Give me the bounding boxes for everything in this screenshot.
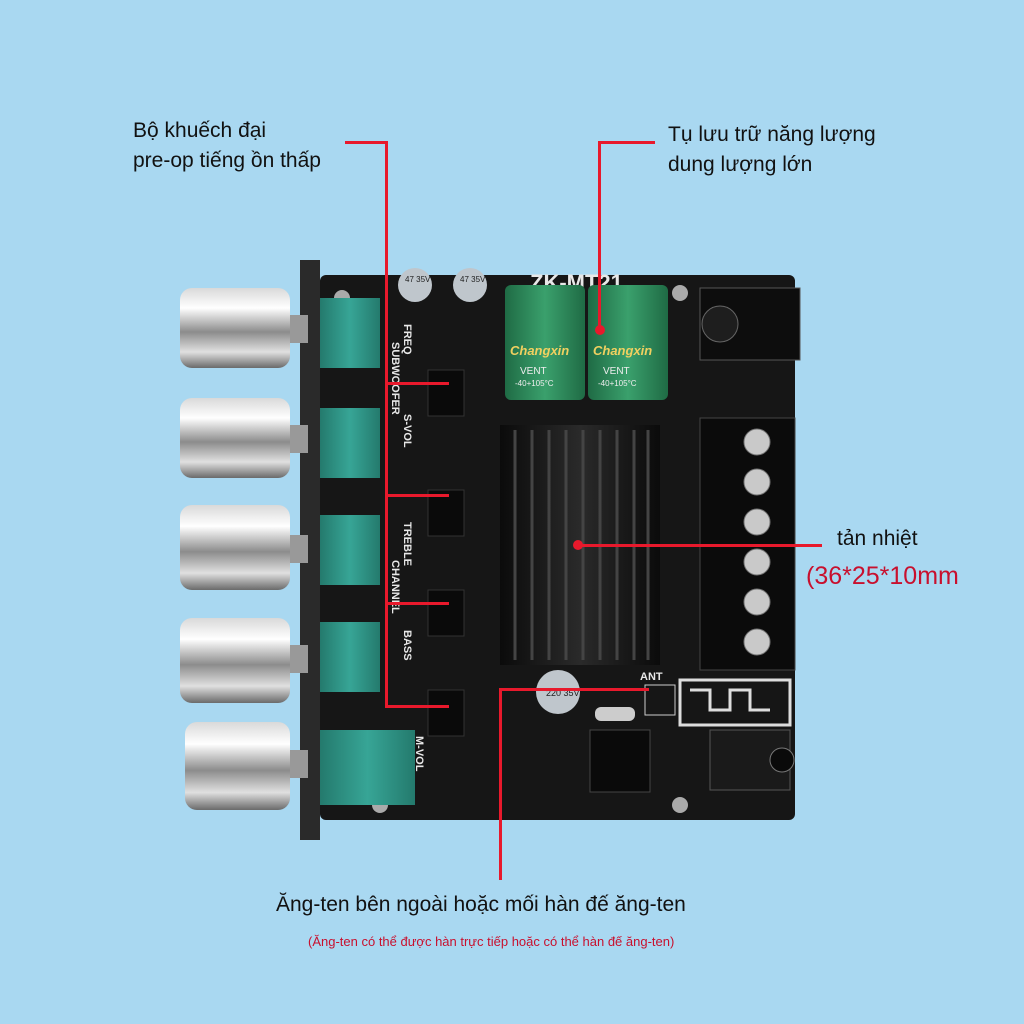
preamp-tick-3 [385,602,449,605]
bluetooth-chip [589,729,651,793]
svg-text:SUBWOOFER: SUBWOOFER [389,342,401,415]
svg-text:VENT: VENT [603,366,630,377]
svg-text:S-VOL: S-VOL [401,414,413,448]
knob-3 [180,505,380,590]
preamp-tick-4 [385,705,449,708]
storage-capacitor-1: Changxin VENT -40+105°C [505,285,585,400]
small-capacitor-1 [398,268,432,302]
knob-5 [185,722,415,810]
antenna-label: Ăng-ten bên ngoài hoặc mối hàn đế ăng-te… [276,893,686,916]
crystal [595,707,635,721]
knob-4 [180,618,380,703]
svg-text:ANT: ANT [640,671,663,683]
svg-text:Changxin: Changxin [593,343,652,358]
antenna-pointer-v [499,688,502,880]
capacitor-pointer-v [598,141,601,331]
capacitor-label-line2: dung lượng lớn [668,153,813,176]
front-panel [300,260,320,840]
knob-1 [180,288,380,368]
heatsink-pointer-dot [573,540,583,550]
pcb-antenna-trace [678,678,792,727]
svg-text:-40+105°C: -40+105°C [515,379,554,388]
small-capacitor-2 [453,268,487,302]
svg-text:47 35V: 47 35V [405,275,431,284]
svg-text:CHANNEL: CHANNEL [389,560,401,614]
capacitor-220 [536,670,580,714]
antenna-pointer-h [499,688,649,691]
capacitor-label: Tụ lưu trữ năng lượng dung lượng lớn [668,120,876,180]
capacitor-pointer-h [598,141,655,144]
preamp-pointer-h [345,141,388,144]
svg-text:BASS: BASS [401,630,413,661]
preamp-tick-1 [385,382,449,385]
preamp-label-line1: Bộ khuếch đại [133,119,267,142]
svg-text:-40+105°C: -40+105°C [598,379,637,388]
svg-text:47 35V: 47 35V [460,275,486,284]
opamp-chip [427,369,465,417]
preamp-label-line2: pre-op tiếng ồn thấp [133,149,321,172]
svg-text:FREQ: FREQ [401,324,413,355]
opamp-chip [427,689,465,737]
knob-2 [180,398,380,478]
preamp-label: Bộ khuếch đại pre-op tiếng ồn thấp [133,116,321,176]
amplifier-board-photo: ZK-MT21 47 35V 47 35V Changxin VENT -40+… [170,260,810,840]
antenna-pad [644,684,676,716]
opamp-chip [427,489,465,537]
preamp-tick-2 [385,494,449,497]
heatsink-pointer-h [578,544,822,547]
svg-text:220 35V: 220 35V [546,688,580,698]
capacitor-pointer-dot [595,325,605,335]
heatsink-size-label: (36*25*10mm [806,562,959,590]
svg-text:TREBLE: TREBLE [401,522,413,566]
amplifier-board-svg: ZK-MT21 47 35V 47 35V Changxin VENT -40+… [180,260,801,840]
opamp-chip [427,589,465,637]
capacitor-label-line1: Tụ lưu trữ năng lượng [668,123,876,146]
preamp-pointer-v [385,141,388,707]
svg-text:M-VOL: M-VOL [413,736,425,772]
antenna-note: (Ăng-ten có thể được hàn trực tiếp hoặc … [308,934,675,949]
heatsink-label: tản nhiệt [837,527,918,550]
svg-text:VENT: VENT [520,366,547,377]
storage-capacitor-2: Changxin VENT -40+105°C [588,285,668,400]
svg-text:Changxin: Changxin [510,343,569,358]
